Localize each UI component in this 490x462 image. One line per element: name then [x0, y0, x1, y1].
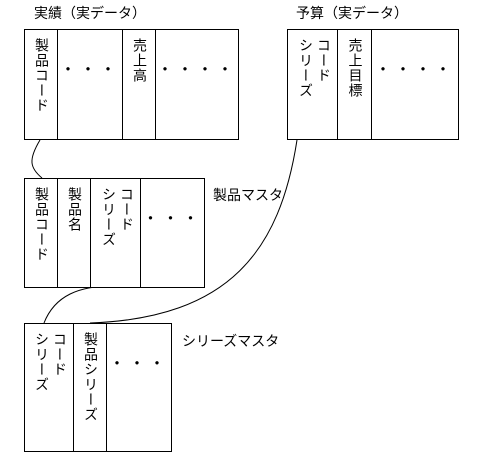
series-master-col-series-code: コード シリーズ — [25, 324, 74, 451]
product-master-table: 製品コード 製品名 コード シリーズ ・・・ — [24, 178, 205, 288]
actuals-col-ellipsis-2: ・・・・ — [156, 60, 237, 79]
product-master-col-ellipsis: ・・・ — [142, 209, 203, 228]
actuals-col-product-code: 製品コード — [25, 30, 58, 139]
budget-table: コード シリーズ 売上目標 ・・・・ — [287, 29, 459, 140]
budget-col-ellipsis: ・・・・ — [374, 60, 455, 79]
link-actuals-to-product-master — [31, 139, 43, 179]
actuals-col-sales: 売上高 — [123, 30, 156, 139]
series-master-col-product-series: 製品シリーズ — [74, 324, 107, 451]
actuals-table: 製品コード ・・・ 売上高 ・・・・ — [24, 29, 239, 140]
product-master-col-product-code: 製品コード — [25, 179, 58, 287]
budget-table-title: 予算（実データ） — [296, 6, 408, 22]
actuals-table-title: 実績（実データ） — [34, 6, 146, 22]
series-master-col-ellipsis: ・・・ — [108, 354, 169, 373]
budget-col-series-code: コード シリーズ — [288, 30, 338, 139]
link-product-master-to-series-master — [43, 285, 113, 324]
budget-col-sales-target: 売上目標 — [338, 30, 372, 139]
series-master-table: コード シリーズ 製品シリーズ ・・・ — [24, 323, 172, 452]
series-master-title: シリーズマスタ — [182, 334, 280, 350]
actuals-col-ellipsis-1: ・・・ — [58, 30, 123, 139]
product-master-title: 製品マスタ — [213, 188, 283, 204]
product-master-col-product-name: 製品名 — [58, 179, 91, 287]
product-master-col-series-code: コード シリーズ — [91, 179, 141, 287]
